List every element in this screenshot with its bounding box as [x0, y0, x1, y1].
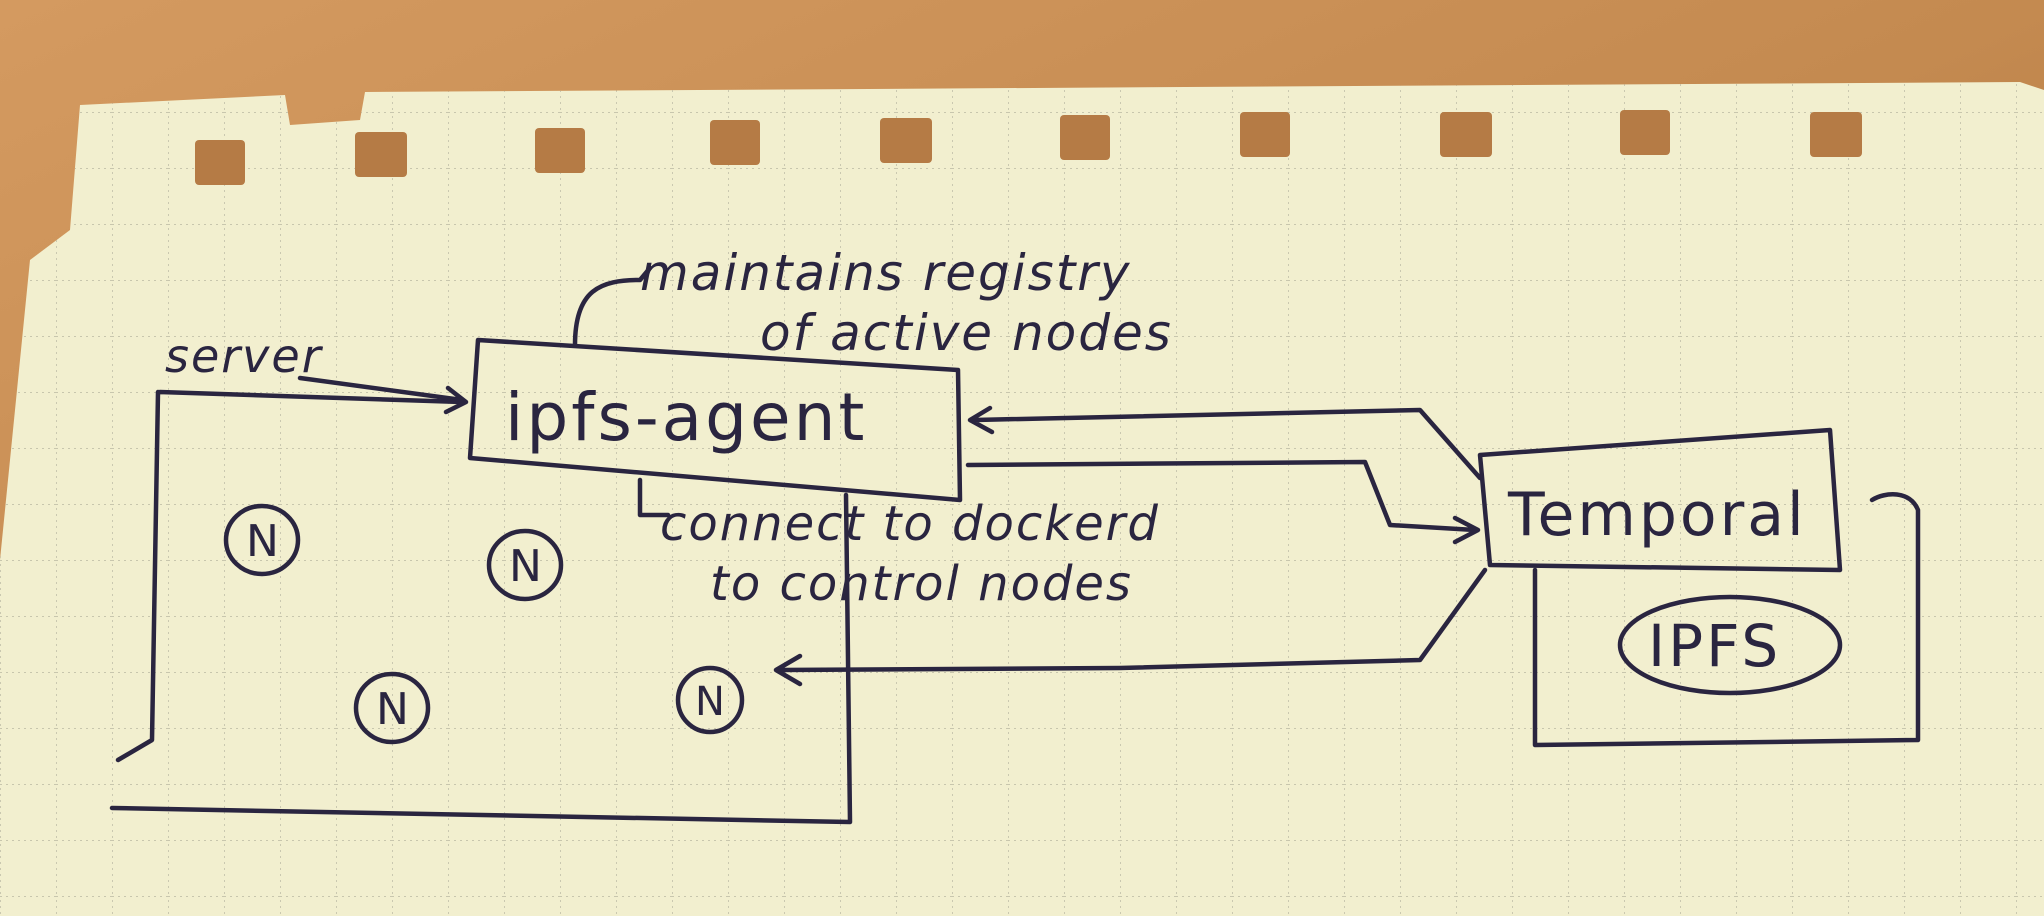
svg-text:N: N [376, 684, 412, 735]
ipfs-container: IPFS [1532, 492, 1921, 748]
dockerd-note-line2: to control nodes [710, 556, 1133, 612]
spiral-holes [195, 110, 1862, 185]
svg-text:N: N [509, 541, 545, 592]
node-marker-1: N [223, 503, 301, 577]
ipfs-agent-label: ipfs-agent [505, 379, 867, 456]
svg-text:N: N [695, 679, 728, 725]
arrow-temporal-to-node [773, 567, 1488, 687]
ipfs-ellipse [1617, 594, 1843, 696]
registry-bracket [572, 265, 653, 348]
temporal-label: Temporal [1507, 480, 1807, 550]
ipfs-label: IPFS [1648, 612, 1781, 680]
arrow-agent-to-temporal [965, 459, 1481, 545]
server-arrow-to-agent [297, 375, 469, 415]
registry-note-line2: of active nodes [760, 304, 1173, 362]
node-marker-3: N [353, 671, 431, 745]
dockerd-hook [637, 477, 671, 518]
node-marker-4: N [675, 665, 745, 735]
svg-text:N: N [246, 516, 282, 567]
registry-note-line1: maintains registry [640, 244, 1131, 302]
arrow-temporal-to-agent [967, 405, 1483, 481]
ipfs-agent-node: ipfs-agent [467, 337, 963, 503]
temporal-node: Temporal [1477, 427, 1843, 573]
node-marker-2: N [486, 528, 564, 602]
server-label: server [165, 329, 324, 383]
server-box [109, 389, 853, 825]
dockerd-note-line1: connect to dockerd [660, 496, 1160, 552]
